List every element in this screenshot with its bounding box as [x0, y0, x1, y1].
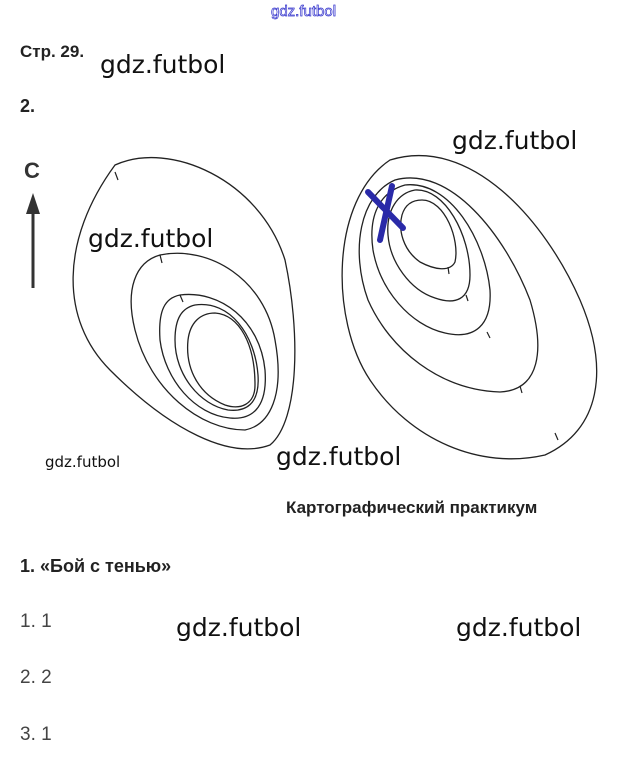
watermark: gdz.futbol: [45, 453, 121, 471]
page-label: Стр. 29.: [20, 42, 85, 61]
task-number: 2.: [20, 96, 36, 116]
slope-ticks: [114, 171, 559, 441]
exercise-title: 1. «Бой с тенью»: [20, 556, 172, 576]
answer-item: 1. 1: [20, 611, 52, 632]
watermark: gdz.futbol: [456, 613, 582, 642]
left-hill: [72, 156, 296, 450]
north-label: С: [24, 158, 40, 183]
watermark: gdz.futbol: [100, 50, 226, 79]
answer-item: 3. 1: [20, 724, 52, 745]
cross-marker-icon: [365, 183, 406, 243]
watermark: gdz.futbol: [88, 224, 214, 253]
north-arrow: [26, 193, 40, 288]
contour-map: [26, 154, 598, 460]
watermark: gdz.futbol: [452, 126, 578, 155]
answer-item: 2. 2: [20, 667, 52, 688]
right-hill: [341, 154, 598, 460]
section-title: Картографический практикум: [286, 498, 538, 517]
watermark: gdz.futbol: [276, 442, 402, 471]
watermark-top: gdz.futbol: [271, 3, 337, 21]
watermark: gdz.futbol: [176, 613, 302, 642]
